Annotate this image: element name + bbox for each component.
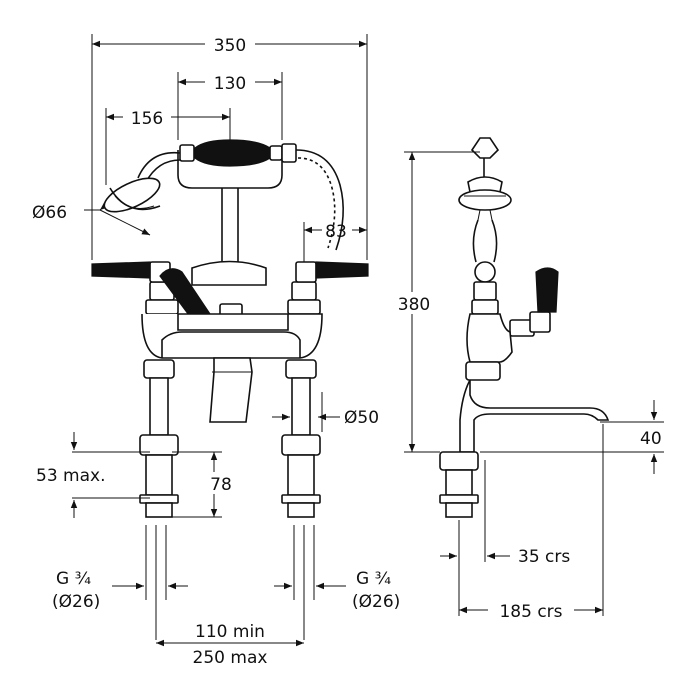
dim-thread-right-diameter: (Ø26) [352, 592, 400, 612]
dim-overall-width: 350 [214, 36, 246, 56]
dim-handset-offset: 156 [131, 109, 163, 129]
dim-centres-max: 250 max [193, 648, 268, 668]
dim-centres-min: 110 min [195, 622, 265, 642]
dim-thread-right-size: G ¾ [356, 569, 391, 589]
dim-side-centres: 35 crs [518, 547, 570, 567]
dim-thread-left-diameter: (Ø26) [52, 592, 100, 612]
dim-thread-left-size: G ¾ [56, 569, 91, 589]
dim-handset-cradle-width: 130 [214, 74, 246, 94]
dim-spout-clearance: 40 [640, 429, 662, 449]
dim-spout-reach: 185 crs [499, 602, 562, 622]
dim-tail-height: 78 [210, 475, 232, 495]
dim-handset-head-diameter: Ø66 [32, 203, 67, 223]
front-view: 350 130 156 Ø66 83 [32, 32, 400, 668]
dim-handle-offset: 83 [325, 222, 347, 242]
dim-leg-diameter: Ø50 [344, 408, 379, 428]
dim-overall-height: 380 [398, 295, 430, 315]
side-view: 380 40 [395, 137, 664, 622]
dim-tail-max: 53 max. [36, 466, 105, 486]
